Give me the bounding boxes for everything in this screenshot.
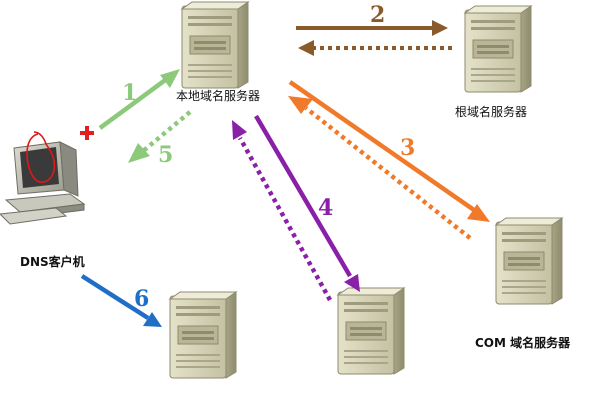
root-server <box>464 5 532 93</box>
dns-client-label: DNS客户机 <box>20 254 85 269</box>
server-step6-target <box>169 291 237 379</box>
step-number-5: 5 <box>158 142 173 168</box>
step-number-2: 2 <box>370 2 385 28</box>
server-icon <box>464 5 532 93</box>
root-server-label: 根域名服务器 <box>455 104 527 119</box>
arrow-step4 <box>254 114 360 292</box>
com-server <box>495 217 563 305</box>
step-number-6: 6 <box>134 286 149 312</box>
red-annotation-mark <box>26 131 56 183</box>
arrow-step2 <box>296 20 448 36</box>
red-plus-icon <box>80 126 94 140</box>
dns-client-computer <box>0 131 86 225</box>
local-server-label: 本地域名服务器 <box>176 88 260 103</box>
server-step4-target <box>337 287 405 375</box>
arrow-step4-return <box>232 120 332 302</box>
server-icon <box>495 217 563 305</box>
arrow-step5 <box>128 110 192 163</box>
step-number-1: 1 <box>122 80 137 106</box>
step-number-3: 3 <box>400 135 415 161</box>
arrow-step2-return <box>298 40 452 56</box>
server-icon <box>181 1 249 89</box>
step-number-4: 4 <box>318 195 333 221</box>
local-server <box>181 1 249 89</box>
server-icon <box>169 291 237 379</box>
arrow-step3 <box>288 80 490 222</box>
server-icon <box>337 287 405 375</box>
com-server-label: COM 域名服务器 <box>475 335 571 350</box>
arrow-step3-return <box>288 96 472 240</box>
arrow-step1 <box>98 69 180 130</box>
arrow-step6 <box>80 274 162 327</box>
